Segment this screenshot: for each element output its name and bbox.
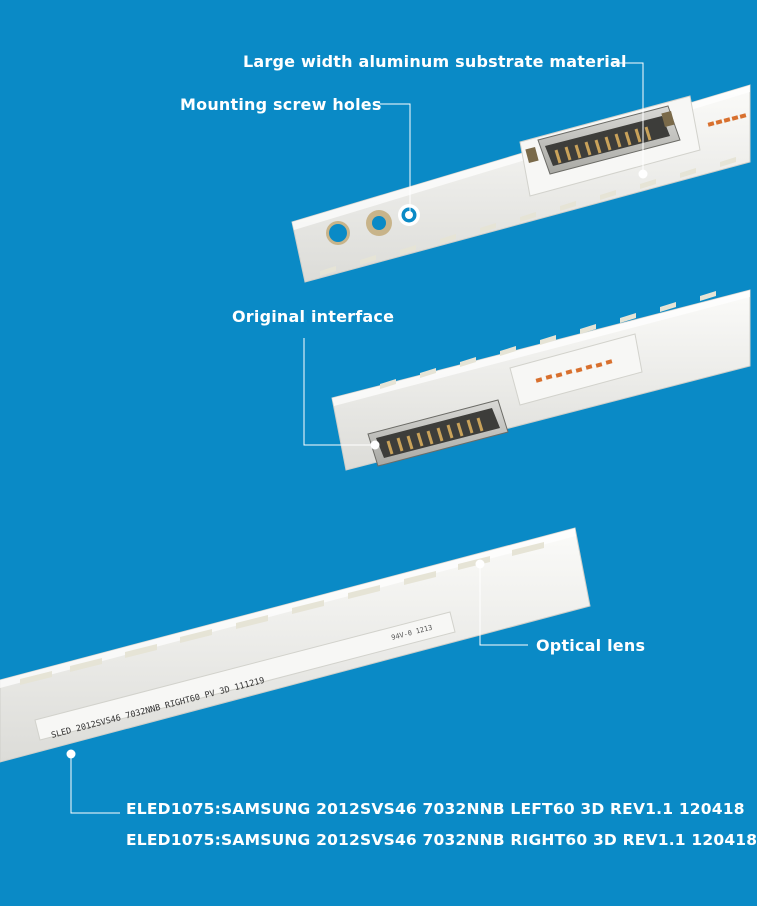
led-strip-top bbox=[291, 84, 751, 283]
led-strip-middle bbox=[331, 289, 751, 471]
callout-dot-screw bbox=[405, 211, 413, 219]
solder-pads-middle bbox=[535, 359, 613, 383]
callout-dot-lens bbox=[475, 559, 485, 569]
connector-top bbox=[525, 105, 681, 175]
leader-lines bbox=[70, 62, 644, 814]
led-strip-bottom: SLED 2012SVS46 7032NNB RIGHT60 PV 3D 111… bbox=[0, 527, 591, 763]
lens-row-bottom bbox=[20, 542, 544, 685]
connector-middle bbox=[367, 399, 509, 467]
lens-row-middle bbox=[380, 291, 716, 389]
part-number-left: ELED1075:SAMSUNG 2012SVS46 7032NNB LEFT6… bbox=[126, 800, 745, 818]
callout-dot-marking bbox=[66, 749, 76, 759]
solder-pads-top bbox=[707, 113, 747, 127]
callout-dot-interface bbox=[370, 440, 380, 450]
lens-row-top bbox=[320, 157, 736, 276]
callout-substrate: Large width aluminum substrate material bbox=[243, 52, 627, 71]
callout-dot-substrate bbox=[638, 169, 648, 179]
callout-screw-holes: Mounting screw holes bbox=[180, 95, 382, 114]
callout-optical-lens: Optical lens bbox=[536, 636, 646, 655]
part-number-right: ELED1075:SAMSUNG 2012SVS46 7032NNB RIGHT… bbox=[126, 831, 757, 849]
callout-interface: Original interface bbox=[232, 307, 395, 326]
leader-dots bbox=[66, 169, 648, 759]
